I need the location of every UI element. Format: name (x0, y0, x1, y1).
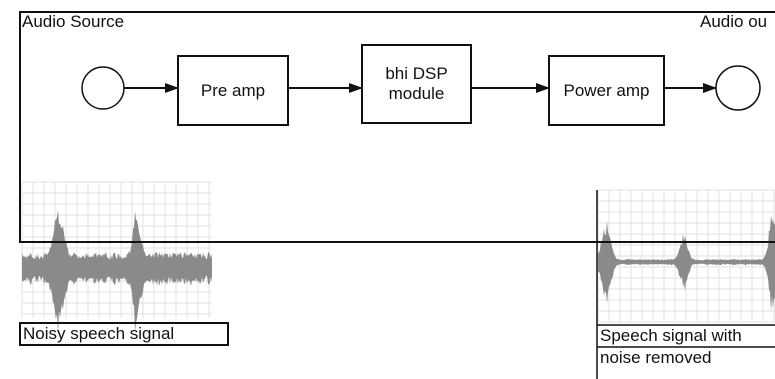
pre-amp-block (177, 55, 289, 126)
output-node-circle (715, 65, 761, 111)
audio-output-label: Audio ou (700, 12, 768, 31)
output-caption-line2: noise removed (600, 348, 712, 367)
clean-waveform-panel (596, 189, 775, 379)
output-caption-box (597, 324, 775, 348)
power-amp-label: Power amp (563, 80, 650, 100)
audio-source-label: Audio Source (22, 12, 125, 31)
input-caption-box (19, 322, 229, 346)
input-node-circle (81, 66, 125, 110)
pre-amp-label: Pre amp (200, 80, 266, 100)
input-caption: Noisy speech signal (23, 324, 175, 343)
dsp-label: bhi DSP module (385, 64, 448, 103)
power-amp-block (548, 55, 665, 126)
dsp-block (361, 44, 472, 124)
clean-speech-waveform (598, 214, 775, 312)
output-caption-line1: Speech signal with (600, 326, 742, 345)
noisy-waveform-panel (21, 181, 212, 335)
noisy-speech-waveform (22, 209, 212, 335)
